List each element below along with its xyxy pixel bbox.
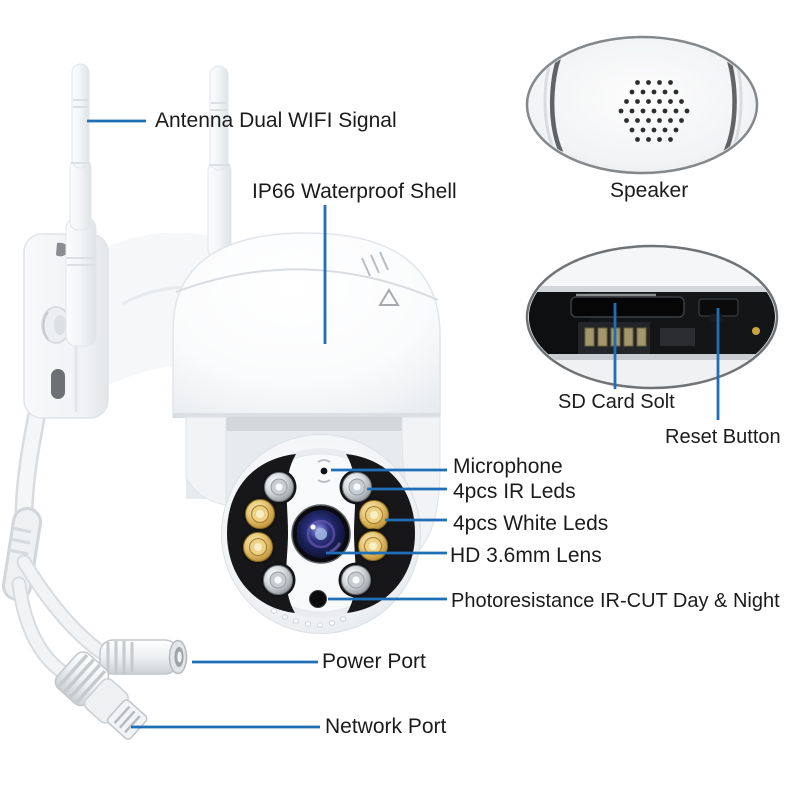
network-connector xyxy=(54,651,148,740)
label-network-port: Network Port xyxy=(325,715,447,738)
sd-card-slot xyxy=(570,293,685,318)
label-power-port: Power Port xyxy=(322,650,426,673)
bracket-slot xyxy=(51,369,65,399)
speaker-inset xyxy=(525,35,759,175)
camera-lens xyxy=(291,504,351,564)
antenna-left xyxy=(65,63,97,347)
label-antenna: Antenna Dual WIFI Signal xyxy=(155,109,397,132)
dome-marks xyxy=(361,251,389,277)
dome-shell xyxy=(172,232,441,418)
label-sd-card-slot: SD Card Solt xyxy=(558,391,675,413)
label-waterproof-shell: IP66 Waterproof Shell xyxy=(252,180,457,203)
microphone-hole xyxy=(317,459,331,483)
camera-sphere xyxy=(221,434,421,634)
sd-slot-inset xyxy=(525,244,779,390)
sphere-vent-holes xyxy=(270,608,347,628)
label-microphone: Microphone xyxy=(453,455,563,478)
label-speaker: Speaker xyxy=(610,179,689,202)
photoresistor xyxy=(309,590,327,608)
label-white-leds: 4pcs White Leds xyxy=(453,512,609,535)
leader-lines xyxy=(87,119,720,729)
cable xyxy=(2,398,112,686)
dome-warning-triangle xyxy=(378,288,400,306)
label-lens: HD 3.6mm Lens xyxy=(450,544,602,567)
lens-reflection xyxy=(296,518,303,548)
antenna-right xyxy=(207,65,232,259)
label-photoresistance: Photoresistance IR-CUT Day & Night xyxy=(451,590,780,612)
dome-seam xyxy=(175,268,439,301)
label-reset-button: Reset Button xyxy=(665,426,781,448)
reset-button xyxy=(698,298,739,322)
bracket-notch xyxy=(56,242,69,257)
label-ir-leds: 4pcs IR Leds xyxy=(453,480,576,503)
cable-splitter xyxy=(2,507,42,601)
power-connector xyxy=(99,639,188,675)
speaker-hole-dots xyxy=(618,80,690,142)
